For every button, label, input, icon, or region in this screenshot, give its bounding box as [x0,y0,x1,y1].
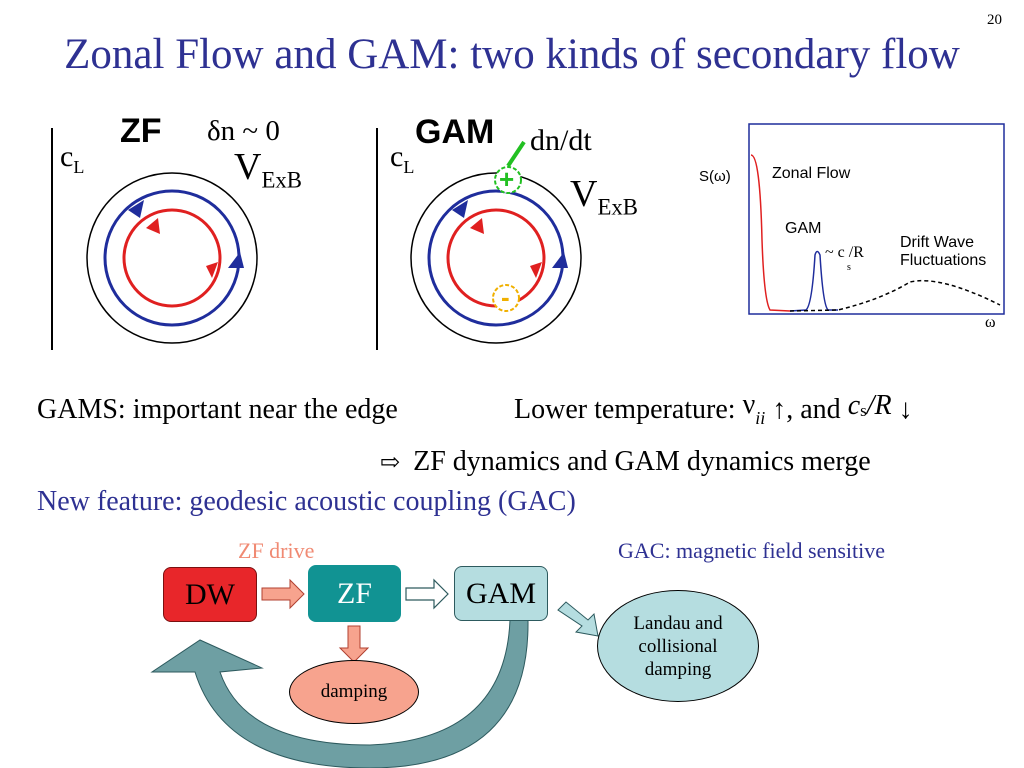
spectrum-x-label: ω [985,314,996,331]
spectrum-gam-frequency: ~ c /R [825,244,864,261]
zonal-flow-curve [750,154,791,312]
gam-vexb-label: VExB [570,173,638,220]
drift-wave-curve [789,279,1001,312]
gam-blue-arrow-right [552,252,568,268]
gams-note: GAMS: important near the edge [37,394,398,425]
gam-to-landau-arrow [557,601,599,637]
landau-damping-ellipse: Landau and collisional damping [597,590,759,702]
gam-blue-arrow-top [452,200,468,218]
gam-red-arrow-left [470,218,484,234]
merge-line: ⇨ ZF dynamics and GAM dynamics merge [380,446,871,477]
gac-note: GAC: magnetic field sensitive [618,538,885,563]
damping-ellipse: damping [289,660,419,724]
gam-label: GAM [415,113,495,151]
dw-to-zf-arrow [261,578,305,610]
spectrum-gam-label: GAM [785,220,822,237]
new-feature-line: New feature: geodesic acoustic coupling … [37,486,576,517]
zf-red-arrow-left [146,218,160,234]
gam-minus-circle [492,284,520,312]
gam-plus-circle [494,166,522,194]
merge-arrow-icon: ⇨ [380,450,401,476]
zf-delta-n: δn ~ 0 [207,115,280,147]
spectrum-y-label: S(ω) [699,168,731,185]
gam-minus-sign: - [501,282,510,312]
zf-red-arrow-right [206,262,218,278]
zf-vexb-label: VExB [234,146,302,193]
gam-cl-label: cL [390,140,415,177]
gam-outer-circle [410,172,582,344]
gam-peak-curve [789,250,838,312]
zf-drive-label: ZF drive [238,538,315,563]
spectrum-zonal-flow-label: Zonal Flow [772,165,851,182]
feedback-curved-arrow [150,619,529,768]
zf-label: ZF [120,112,162,150]
dw-box: DW [163,567,257,622]
page-number: 20 [987,12,1002,28]
gam-plus-sign: + [499,164,515,194]
zf-cl-label: cL [60,140,85,177]
zf-blue-arrow-top [128,200,144,218]
spectrum-frame [748,123,1005,315]
zf-to-gam-arrow [405,578,449,610]
page-title: Zonal Flow and GAM: two kinds of seconda… [64,31,960,78]
zf-box: ZF [308,565,401,622]
zf-outer-circle [86,172,258,344]
gam-box: GAM [454,566,548,621]
spectrum-gam-frequency-sub: s [847,262,851,273]
lower-temperature-line: Lower temperature: νii ↑, and cs/R ↓ [514,389,913,428]
zf-blue-arrow-right [228,252,244,268]
gam-red-arrow-right [530,262,542,278]
gam-dndt: dn/dt [530,124,592,157]
gam-dndt-pointer [506,140,526,168]
zf-red-flow-circle [122,208,222,308]
zf-to-damping-arrow [338,625,370,663]
